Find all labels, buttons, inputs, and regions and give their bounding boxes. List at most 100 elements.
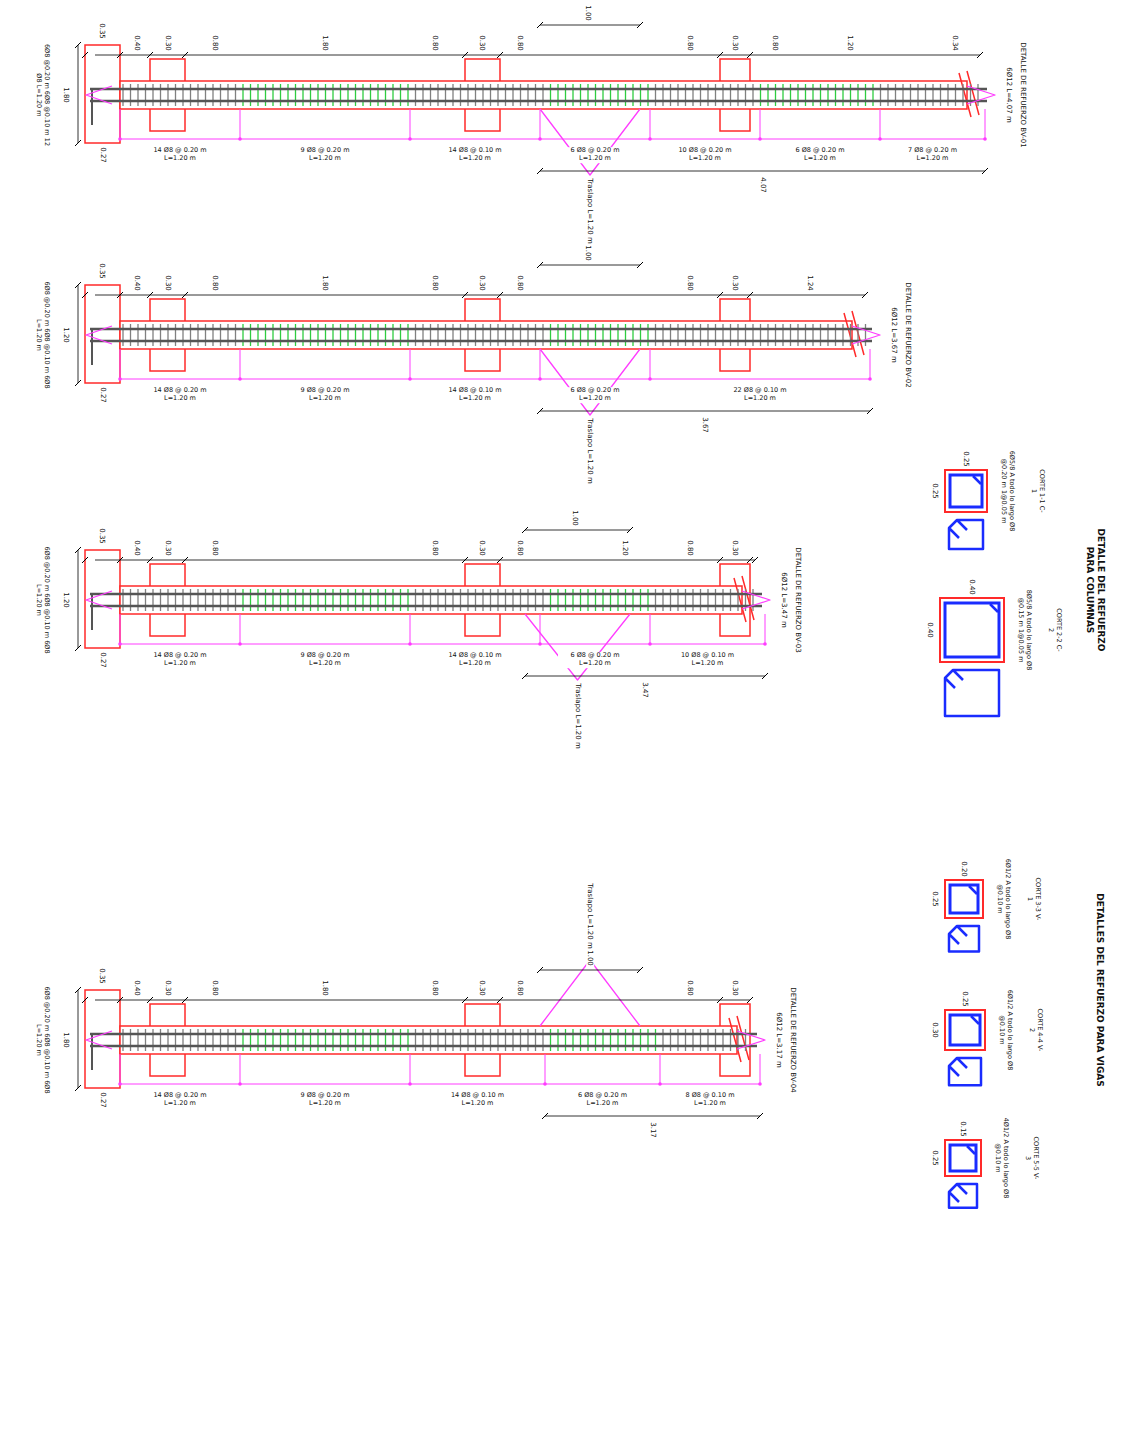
dimension-label: 0.30 — [164, 274, 172, 292]
stirrup — [512, 324, 513, 346]
dimension-label: 1.00 — [584, 244, 592, 262]
stirrup — [205, 84, 206, 106]
stirrup — [400, 589, 401, 611]
dimension-label: 1.20 — [62, 591, 70, 609]
dimension-label: 14 Ø8 @ 0.20 m L=1.20 m — [143, 387, 217, 403]
dimension-label: 7 Ø8 @ 0.20 m L=1.20 m — [896, 147, 970, 163]
dimension-label: 4Ø1/2 A todo lo largo Ø8 @0.10 m — [993, 1111, 1009, 1205]
dimension-label: 0.40 — [133, 979, 141, 997]
stirrup — [407, 589, 408, 611]
stirrup — [760, 324, 761, 346]
stirrup — [497, 589, 498, 611]
stirrup — [542, 1029, 543, 1051]
stirrup — [520, 589, 521, 611]
longitudinal-bar — [90, 100, 987, 103]
dimension-label: 14 Ø8 @ 0.20 m L=1.20 m — [143, 147, 217, 163]
stirrup — [295, 84, 296, 106]
zone-dot — [538, 377, 542, 381]
dimension-label: 0.80 — [431, 274, 439, 292]
stirrup — [722, 84, 723, 106]
stirrup — [565, 324, 566, 346]
stirrup — [160, 84, 161, 106]
stirrup — [422, 324, 423, 346]
dimension-label: 10 Ø8 @ 0.20 m L=1.20 m — [668, 147, 742, 163]
stirrup — [587, 84, 588, 106]
dimension-label: 0.15 — [959, 1120, 967, 1138]
stirrup-shape — [949, 926, 979, 952]
stirrup — [827, 84, 828, 106]
dimension-label: 0.27 — [99, 1091, 107, 1109]
dimension-label: 4.07 — [758, 176, 766, 194]
stirrup — [302, 84, 303, 106]
dimension-line — [540, 411, 870, 412]
stirrup — [707, 84, 708, 106]
stirrup — [317, 324, 318, 346]
stirrup — [385, 1029, 386, 1051]
stirrup — [370, 589, 371, 611]
stirrup — [130, 324, 131, 346]
beam-outline — [120, 1026, 737, 1054]
stirrup — [512, 84, 513, 106]
stirrup — [497, 84, 498, 106]
stirrup-section — [950, 1015, 980, 1045]
stirrup — [257, 1029, 258, 1051]
stirrup — [580, 589, 581, 611]
stirrup — [332, 1029, 333, 1051]
stirrup — [850, 324, 851, 346]
stirrup — [257, 589, 258, 611]
stirrup — [257, 84, 258, 106]
stirrup — [220, 324, 221, 346]
stirrup — [572, 1029, 573, 1051]
break-mark — [729, 1016, 749, 1062]
dimension-line — [95, 55, 980, 56]
dimension-label: 1.00 — [584, 4, 592, 22]
stirrup — [467, 84, 468, 106]
stirrup — [857, 84, 858, 106]
stirrup-section — [950, 885, 978, 913]
stirrup — [407, 324, 408, 346]
stirrup-zone-tick — [650, 109, 651, 139]
longitudinal-bar — [90, 328, 872, 331]
stirrup — [152, 84, 153, 106]
dimension-label: 1.20 — [621, 539, 629, 557]
dimension-tick — [117, 557, 123, 563]
zone-dot — [538, 137, 542, 141]
dimension-line — [78, 550, 79, 648]
longitudinal-bar — [90, 605, 762, 608]
stirrup — [235, 589, 236, 611]
dimension-label: 0.80 — [516, 274, 524, 292]
stirrup — [775, 84, 776, 106]
dimension-label: 0.80 — [431, 979, 439, 997]
stirrup — [685, 1029, 686, 1051]
stirrup — [962, 84, 963, 106]
dimension-line — [540, 265, 640, 266]
stirrup — [527, 324, 528, 346]
stirrup-hook — [967, 1146, 975, 1154]
stirrup — [655, 84, 656, 106]
stirrup — [535, 324, 536, 346]
stirrup — [505, 589, 506, 611]
stirrup — [122, 589, 123, 611]
stirrup — [565, 1029, 566, 1051]
stirrup — [242, 589, 243, 611]
stirrup — [730, 589, 731, 611]
stirrup-shape — [945, 670, 999, 716]
dimension-tick — [497, 292, 503, 298]
stirrup — [235, 1029, 236, 1051]
stirrup — [475, 1029, 476, 1051]
stirrup — [160, 589, 161, 611]
dimension-label: CORTE 3-3 V-1 — [1025, 876, 1041, 922]
zone-dot — [238, 377, 242, 381]
stirrup — [287, 84, 288, 106]
stirrup — [430, 589, 431, 611]
stirrup — [527, 84, 528, 106]
stirrup — [235, 324, 236, 346]
stirrup — [752, 589, 753, 611]
stirrup — [887, 84, 888, 106]
stirrup — [452, 589, 453, 611]
stirrup-zone-tick — [545, 1054, 546, 1084]
column-outline — [85, 550, 120, 648]
dimension-tick — [75, 42, 81, 48]
dimension-label: 6Ø1/2 A todo lo largo Ø8 @0.10 m — [997, 983, 1013, 1077]
dimension-tick — [717, 52, 723, 58]
